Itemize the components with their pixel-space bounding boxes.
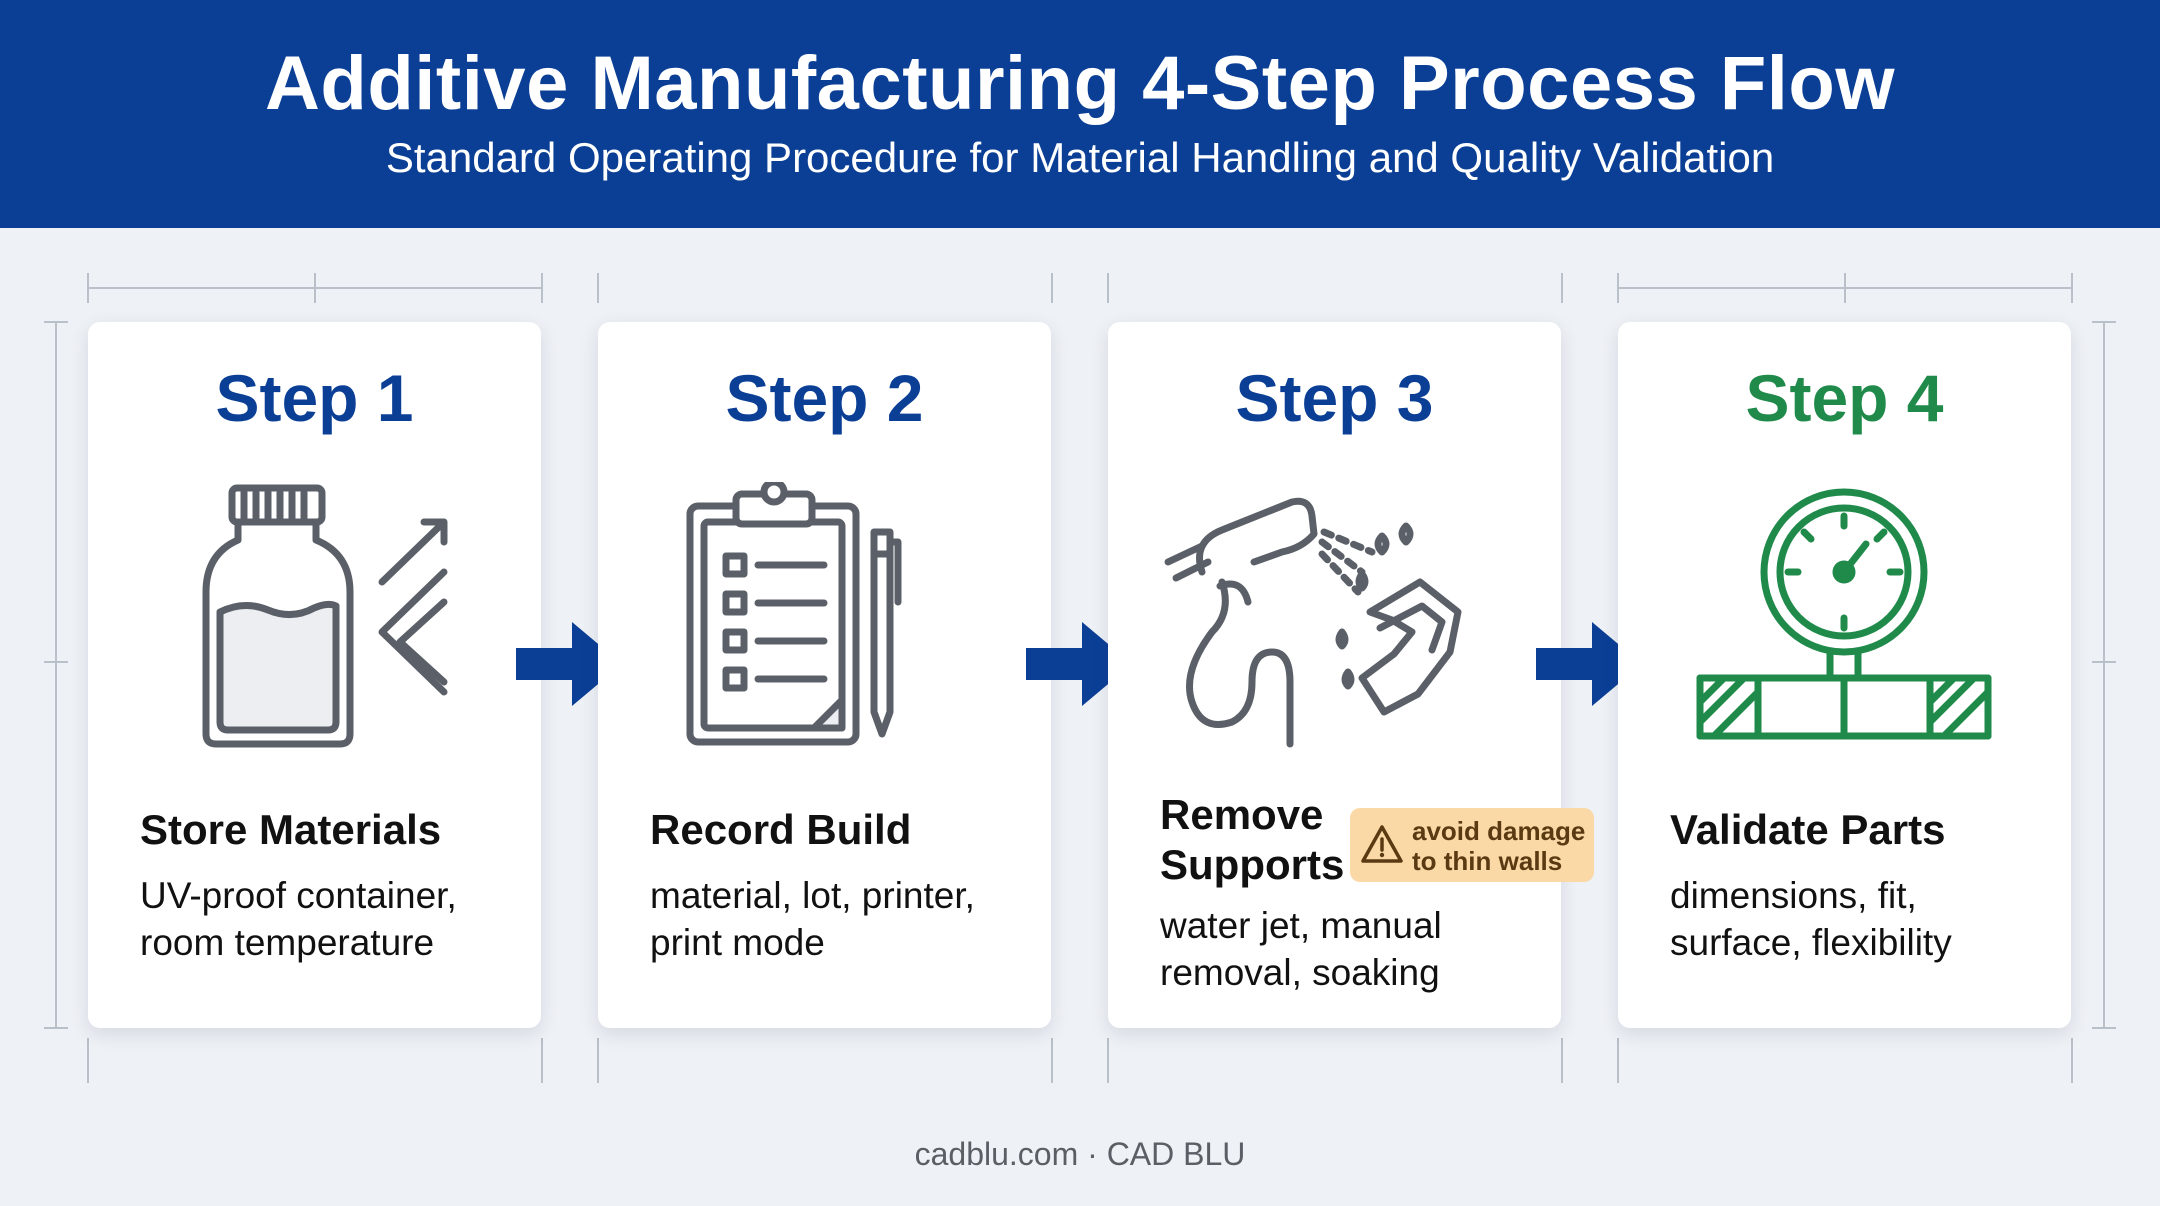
step-description: dimensions, fit, surface, flexibility <box>1670 875 1952 963</box>
step-name: Store Materials <box>140 806 442 853</box>
step-card-2: Step 2 Record Build material, lot, print… <box>598 322 1051 1028</box>
header-banner: Additive Manufacturing 4-Step Process Fl… <box>0 0 2160 228</box>
arrow-right-icon <box>1536 622 1642 706</box>
jar-uv-icon <box>202 484 448 748</box>
dimension-lines <box>44 273 2116 1083</box>
arrow-right-icon <box>516 622 622 706</box>
step-label: Step 2 <box>725 361 924 435</box>
step-description: water jet, manual removal, soaking <box>1160 905 1442 993</box>
gauge-icon <box>1696 488 1992 740</box>
page-subtitle: Standard Operating Procedure for Materia… <box>385 134 1775 181</box>
step-name: Remove Supports <box>1160 791 1345 888</box>
step-label: Step 3 <box>1235 361 1434 435</box>
step-name: Record Build <box>650 806 912 853</box>
step-description: material, lot, printer, print mode <box>650 875 975 963</box>
page-title: Additive Manufacturing 4-Step Process Fl… <box>265 41 1895 126</box>
arrow-right-icon <box>1026 622 1132 706</box>
step-name: Validate Parts <box>1670 806 1946 853</box>
step-card-3: Step 3 Remove Supports avoid damage to t… <box>1108 322 1594 1028</box>
step-label: Step 1 <box>215 361 414 435</box>
step-description: UV-proof container, room temperature <box>140 875 457 963</box>
clipboard-icon <box>686 482 902 746</box>
footer-credit: cadblu.com · CAD BLU <box>914 1136 1246 1172</box>
warning-text: avoid damage to thin walls <box>1412 816 1586 876</box>
step-card-1: Step 1 Store Materials UV-proof containe… <box>88 322 541 1028</box>
step-label: Step 4 <box>1745 361 1944 435</box>
warning-triangle-icon <box>1361 825 1403 863</box>
step-card-4: Step 4 Validate Parts dimensions, fit, s… <box>1618 322 2071 1028</box>
warning-badge: avoid damage to thin walls <box>1350 808 1594 882</box>
water-jet-icon <box>1164 497 1462 748</box>
